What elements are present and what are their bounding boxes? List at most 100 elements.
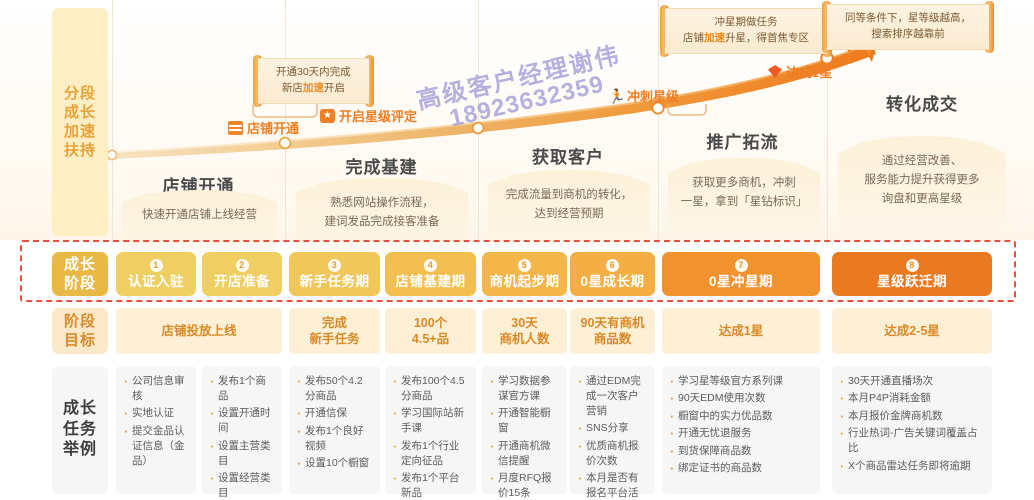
task-item: 月度RFQ报价15条 xyxy=(490,470,560,500)
scroll-roller-left xyxy=(660,5,669,57)
running-person-icon: 🏃 xyxy=(608,87,626,104)
tooltip-line-1: 开通30天内完成 xyxy=(276,66,351,78)
tooltip-line-2: 搜索排序越靠前 xyxy=(871,28,945,41)
task-list: 30天开通直播场次 本月P4P消耗金额 本月报价金牌商机数 行业热词-广告关键词… xyxy=(840,373,985,476)
goal-line: 90天有商机 xyxy=(580,315,645,330)
stage-number: 3 xyxy=(328,258,341,272)
scroll-roller-right xyxy=(364,55,374,107)
task-item: 开通无忧退服务 xyxy=(670,425,813,443)
desc-line: 获取更多商机，冲刺 xyxy=(692,177,796,189)
goal-cell-6: 达成1星 xyxy=(662,308,820,354)
task-cell-5: 学习数据参谋官方课 开通智能橱窗 开通商机微信提醒 月度RFQ报价15条 xyxy=(482,366,567,499)
desc-line: 通过经营改善、 xyxy=(881,155,963,167)
phase-title-5: 转化成交 xyxy=(886,95,958,114)
task-item: 发布100个4.5分商品 xyxy=(393,373,469,404)
task-item: 开通商机微信提醒 xyxy=(490,438,560,469)
phase-desc-1: 快速开通店铺上线经营 xyxy=(122,190,277,266)
task-item: 发布50个4.2分商品 xyxy=(297,373,373,404)
task-cell-1: 公司信息审核 实地认证 提交金品认证信息（金品） xyxy=(116,366,196,494)
task-cell-8: 30天开通直播场次 本月P4P消耗金额 本月报价金牌商机数 行业热词-广告关键词… xyxy=(832,366,992,494)
column-separator xyxy=(658,0,659,245)
task-item: 本月是否有报名平台活动 xyxy=(578,470,648,500)
milestone-label: 达成1星 xyxy=(786,65,833,80)
goal-cell-1: 店铺投放上线 xyxy=(116,308,282,354)
task-item: 90天EDM使用次数 xyxy=(670,390,813,408)
row-label-goal: 阶段 目标 xyxy=(52,308,108,354)
tooltip-star-sprint: 冲星期做任务 店铺加速升星，得首焦专区 xyxy=(660,5,832,57)
stage-pill-2[interactable]: 2 开店准备 xyxy=(202,252,282,296)
stage-pill-3[interactable]: 3 新手任务期 xyxy=(289,252,380,296)
stage-pill-1[interactable]: 1 认证入驻 xyxy=(116,252,196,296)
task-item: 开通智能橱窗 xyxy=(490,405,560,436)
cloud-shape xyxy=(488,170,650,260)
diamond-icon xyxy=(768,65,782,78)
cloud-shape xyxy=(838,136,1006,246)
stage-pill-6[interactable]: 6 0星成长期 xyxy=(570,252,655,296)
column-separator xyxy=(112,0,113,245)
goal-line: 达成2-5星 xyxy=(884,323,940,338)
task-list: 学习星等级官方系列课 90天EDM使用次数 橱窗中的实力优品数 开通无忧退服务 … xyxy=(670,373,813,478)
milestone-label: 开启星级评定 xyxy=(339,109,418,124)
phase-desc-2: 熟悉网站操作流程， 建词发品完成接客准备 xyxy=(296,178,468,266)
task-item: 学习国际站新手课 xyxy=(393,405,469,436)
stage-row-highlight-box xyxy=(20,240,1016,302)
column-separator xyxy=(827,0,828,245)
goal-line: 30天 xyxy=(511,315,538,330)
stage-label: 新手任务期 xyxy=(299,273,370,289)
task-item: 提交金品认证信息（金品） xyxy=(124,423,189,469)
goal-line: 店铺投放上线 xyxy=(161,323,237,338)
desc-line: 服务能力提升获得更多 xyxy=(864,173,980,186)
task-item: 行业热词-广告关键词覆盖占比 xyxy=(840,425,985,456)
task-list: 公司信息审核 实地认证 提交金品认证信息（金品） xyxy=(124,373,189,469)
task-item: 到货保障商品数 xyxy=(670,443,813,461)
task-list: 发布1个商品 设置开通时间 设置主营类目 设置经营类目 登录阿里卖家app xyxy=(210,373,275,500)
phase-desc-4: 获取更多商机，冲刺 一星，拿到「星钻标识」 xyxy=(668,158,820,250)
stage-pill-5[interactable]: 5 商机起步期 xyxy=(482,252,567,296)
goal-line: 4.5+品 xyxy=(411,332,450,346)
stage-pill-8[interactable]: 8 星级跃迁期 xyxy=(832,252,992,296)
task-item: X个商品雷达任务即将逾期 xyxy=(840,458,985,476)
scroll-roller-left xyxy=(253,55,262,107)
stage-number: 7 xyxy=(734,258,748,272)
goal-cell-5: 90天有商机 商品数 xyxy=(570,308,655,354)
milestone-shop-open: 店铺开通 xyxy=(228,118,299,137)
goal-line: 完成 xyxy=(321,315,347,330)
task-item: 优质商机报价次数 xyxy=(578,438,648,469)
goal-cell-2: 完成 新手任务 xyxy=(289,308,380,354)
stage-pill-7[interactable]: 7 0星冲星期 xyxy=(662,252,820,296)
task-list: 通过EDM完成一次客户营销 SNS分享 优质商机报价次数 本月是否有报名平台活动 xyxy=(578,373,648,500)
task-cell-6: 通过EDM完成一次客户营销 SNS分享 优质商机报价次数 本月是否有报名平台活动 xyxy=(570,366,655,499)
task-item: SNS分享 xyxy=(578,420,648,438)
tooltip-line-2: 店铺加速升星，得首焦专区 xyxy=(683,32,809,45)
phase-title-2: 完成基建 xyxy=(345,158,418,177)
task-item: 设置开通时间 xyxy=(210,405,275,436)
goal-cell-3: 100个 4.5+品 xyxy=(385,308,476,354)
milestone-label: 店铺开通 xyxy=(247,121,300,136)
stage-pill-4[interactable]: 4 店铺基建期 xyxy=(385,252,476,296)
goal-line: 达成1星 xyxy=(718,323,764,338)
tooltip-line-1: 同等条件下，星等级越高， xyxy=(845,12,971,24)
task-item: 绑定证书的商品数 xyxy=(670,460,813,478)
stage-number: 2 xyxy=(235,258,249,272)
tooltip-new-shop: 开通30天内完成 新店加速开启 xyxy=(253,55,374,107)
phase-title-3: 获取客户 xyxy=(532,148,604,167)
tooltip-line-1: 冲星期做任务 xyxy=(714,16,778,28)
task-item: 通过EDM完成一次客户营销 xyxy=(578,373,648,419)
task-list: 发布50个4.2分商品 开通信保 发布1个良好视频 设置10个橱窗 xyxy=(297,373,373,473)
goal-cell-7: 达成2-5星 xyxy=(832,308,992,354)
goal-line: 新手任务 xyxy=(309,332,360,346)
goal-cell-4: 30天 商机人数 xyxy=(482,308,567,354)
task-item: 本月报价金牌商机数 xyxy=(840,408,985,426)
desc-line: 快速开通店铺上线经营 xyxy=(142,209,257,221)
cloud-shape xyxy=(296,178,468,266)
stage-number: 4 xyxy=(424,258,437,272)
stage-label: 0星冲星期 xyxy=(708,273,773,289)
stage-number: 6 xyxy=(606,258,619,272)
task-item: 学习数据参谋官方课 xyxy=(490,373,560,404)
goal-line: 商机人数 xyxy=(499,332,550,346)
desc-line: 一星，拿到「星钻标识」 xyxy=(680,195,808,208)
task-item: 发布1个良好视频 xyxy=(297,423,373,454)
row-label-stage: 成长 阶段 xyxy=(52,252,108,296)
task-cell-7: 学习星等级官方系列课 90天EDM使用次数 橱窗中的实力优品数 开通无忧退服务 … xyxy=(662,366,820,494)
